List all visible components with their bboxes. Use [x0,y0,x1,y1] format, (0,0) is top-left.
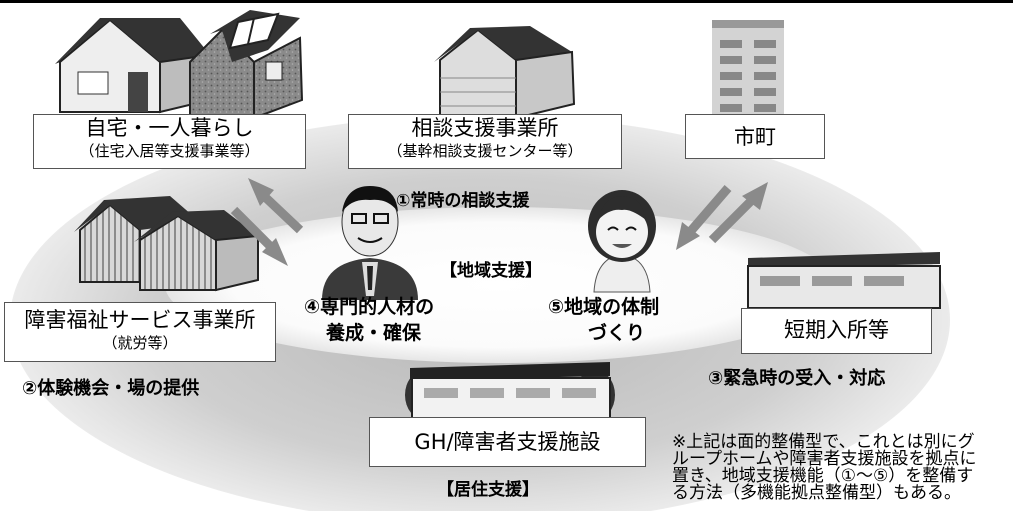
specialist-label-line2: 養成・確保 [326,322,422,344]
city-box: 市町 [685,114,825,159]
welfare-box: 障害福祉サービス事業所 （就労等） [4,302,276,362]
office-building-icon [434,26,576,120]
arrow-city-outbound [708,182,768,244]
arrow-home-outbound [248,178,304,234]
arrow-home-inbound [230,206,288,266]
shortstay-box-title: 短期入所等 [784,318,889,342]
footnote-line1: ※上記は面的整備型で、これとは別にグ [672,432,975,452]
man-person-icon [322,186,418,300]
footnote-line3: 置き、地域支援機能（①～⑤）を整備す [672,466,974,486]
regional-support-ring [165,207,835,363]
consult-box-subtitle: （基幹相談支援センター等） [387,142,583,160]
regional-support-label: 【地域支援】 [440,261,542,281]
consult-box: 相談支援事業所 （基幹相談支援センター等） [348,114,622,169]
community-label-line1: ⑤地域の体制 [548,296,660,318]
arrow-city-inbound [676,185,732,250]
woman-person-icon [588,190,656,293]
gh-box: GH/障害者支援施設 [369,417,646,467]
shortstay-box: 短期入所等 [741,308,932,354]
welfare-box-subtitle: （就労等） [102,334,178,352]
consultation-label: ①常時の相談支援 [396,191,530,211]
city-box-title: 市町 [734,125,776,149]
footnote-line4: る方法（多機能拠点整備型）もある。 [672,483,961,503]
top-border-line [0,0,1013,3]
consult-box-title: 相談支援事業所 [411,116,559,140]
short-stay-building-icon [747,252,941,309]
house-solar-icon [189,10,304,120]
factory-building-icon [74,196,259,292]
welfare-box-title: 障害福祉サービス事業所 [24,308,256,332]
experience-label: ②体験機会・場の提供 [22,378,200,399]
footnote-line2: ループホームや障害者支援施設を拠点に [672,449,977,469]
footnote: ※上記は面的整備型で、これとは別にグ ループホームや障害者支援施設を拠点に 置き… [672,434,976,502]
home-box-subtitle: （住宅入居等支援事業等） [79,142,260,160]
home-box-title: 自宅・一人暮らし [85,116,254,140]
community-label-line2: づくり [588,322,646,344]
facility-building-icon [405,362,615,423]
house-icon [55,18,211,114]
emergency-label: ③緊急時の受入・対応 [708,368,886,389]
gh-box-title: GH/障害者支援施設 [414,430,601,454]
specialist-label-line1: ④専門的人材の [304,296,435,318]
home-box: 自宅・一人暮らし （住宅入居等支援事業等） [33,114,306,169]
residential-support-label: 【居住支援】 [437,480,539,500]
